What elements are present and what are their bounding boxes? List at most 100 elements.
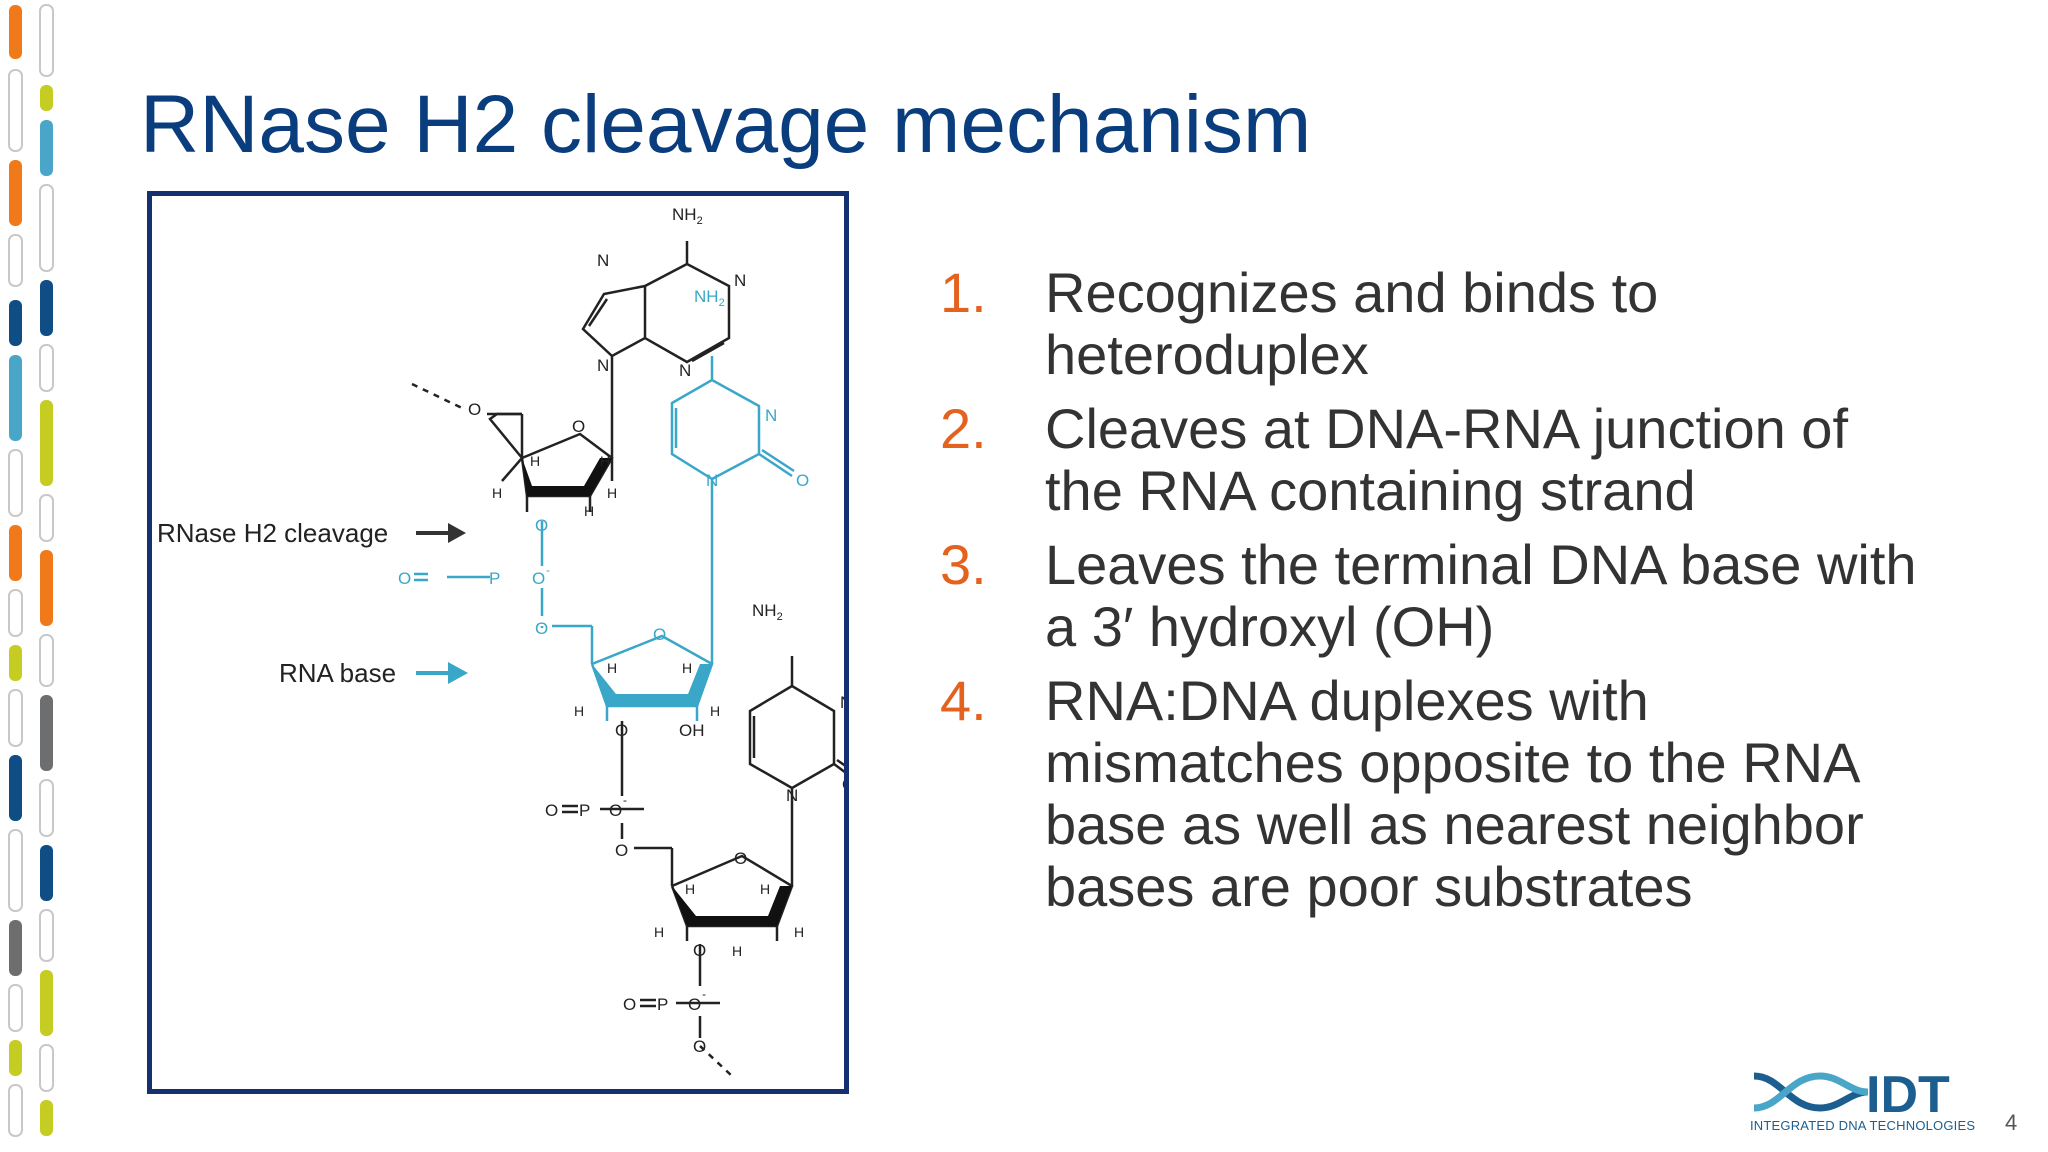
strip-pill [40, 845, 53, 901]
atom-h: H [607, 485, 617, 501]
step-line: base as well as nearest neighbor [1045, 793, 1864, 856]
atom-o: O [398, 569, 411, 588]
decorative-side-strip [8, 4, 54, 1137]
strip-pill [8, 69, 23, 152]
page-number: 4 [2005, 1110, 2018, 1135]
step-item: 4. RNA:DNA duplexes with mismatches oppo… [940, 670, 1980, 918]
step-number: 3. [940, 533, 987, 596]
atom-n: N [786, 786, 798, 805]
strip-pill [40, 85, 53, 111]
step-line: Recognizes and binds to [1045, 261, 1659, 324]
atom-h: H [732, 943, 742, 959]
charge-minus: - [702, 987, 706, 1001]
atom-o: O [653, 625, 666, 644]
strip-pill [9, 525, 22, 581]
atom-n: N [597, 356, 609, 375]
strip-pill [9, 645, 22, 681]
atom-o-minus: O [609, 801, 622, 820]
strip-pill [9, 5, 22, 59]
atom-h: H [574, 703, 584, 719]
slide-title: RNase H2 cleavage mechanism [140, 79, 1312, 170]
atom-o: O [535, 619, 548, 638]
strip-pill [40, 120, 53, 176]
atom-o: O [623, 995, 636, 1014]
atom-o: O [842, 775, 844, 794]
atom-p: P [657, 995, 668, 1014]
step-line: Leaves the terminal DNA base with [1045, 533, 1917, 596]
strip-pill [9, 300, 22, 346]
logo-text: IDT [1866, 1066, 1950, 1124]
strip-pill [9, 920, 22, 976]
strip-pill [39, 634, 54, 687]
atom-nh2-top: NH2 [672, 205, 703, 227]
atom-h: H [794, 924, 804, 940]
strip-pill [40, 400, 53, 486]
strip-pill [40, 550, 53, 626]
atom-n: N [734, 271, 746, 290]
charge-minus: - [546, 563, 550, 577]
atom-h: H [607, 660, 617, 676]
atom-o: O [796, 471, 809, 490]
step-number: 1. [940, 261, 987, 324]
strip-pill [9, 355, 22, 441]
dna-helix-icon [1753, 1072, 1869, 1112]
strip-pill [39, 494, 54, 542]
atom-h: H [654, 924, 664, 940]
atom-p: P [579, 801, 590, 820]
atom-o: O [734, 849, 747, 868]
strip-pill [39, 1044, 54, 1092]
atom-o-minus: O [688, 995, 701, 1014]
strip-pill [8, 449, 23, 517]
strip-pill [39, 184, 54, 272]
strip-pill [39, 344, 54, 392]
step-item: 3. Leaves the terminal DNA base with a 3… [940, 534, 1980, 658]
cleavage-arrow-icon [416, 523, 466, 543]
rna-base-arrow-icon [416, 662, 468, 684]
strip-pill [8, 829, 23, 912]
strip-pill [40, 970, 53, 1036]
strip-pill [8, 589, 23, 637]
atom-o: O [535, 516, 548, 535]
strip-pill [8, 234, 23, 287]
rnase-h2-structure-figure: NH2 N N N N O O H H H H H O O P O - O O … [147, 191, 849, 1094]
atom-o: O [615, 841, 628, 860]
step-line: Cleaves at DNA-RNA junction of [1045, 397, 1849, 460]
atom-h: H [710, 703, 720, 719]
atom-o: O [693, 941, 706, 960]
atom-o: O [572, 417, 585, 436]
nucleotide-structure-diagram: NH2 N N N N O O H H H H H O O P O - O O … [157, 205, 844, 1077]
charge-minus: - [623, 793, 627, 807]
atom-h: H [682, 660, 692, 676]
atom-o: O [545, 801, 558, 820]
atom-o: O [615, 721, 628, 740]
idt-logo: IDT [1753, 1066, 1950, 1124]
strip-pill [39, 779, 54, 837]
atom-nh2-mid: NH2 [694, 287, 725, 309]
atom-nh2-lower: NH2 [752, 601, 783, 623]
strip-pill [39, 4, 54, 77]
atom-h: H [530, 453, 540, 469]
atom-n: N [706, 471, 718, 490]
step-line: mismatches opposite to the RNA [1045, 731, 1861, 794]
strip-pill [8, 984, 23, 1032]
strip-pill [8, 689, 23, 747]
strip-pill [9, 160, 22, 226]
mechanism-steps-list: 1. Recognizes and binds to heteroduplex … [940, 262, 1980, 930]
step-number: 4. [940, 669, 987, 732]
atom-o: O [468, 400, 481, 419]
atom-n: N [597, 251, 609, 270]
atom-h: H [492, 485, 502, 501]
strip-pill [40, 280, 53, 336]
atom-n: N [840, 693, 844, 712]
atom-oh: OH [679, 721, 705, 740]
atom-p: P [489, 569, 500, 588]
step-line: RNA:DNA duplexes with [1045, 669, 1649, 732]
atom-n: N [679, 361, 691, 380]
atom-h: H [685, 881, 695, 897]
strip-pill [40, 1100, 53, 1136]
step-item: 1. Recognizes and binds to heteroduplex [940, 262, 1980, 386]
step-line: bases are poor substrates [1045, 855, 1693, 918]
atom-h: H [600, 453, 610, 469]
strip-pill [8, 1084, 23, 1137]
step-line: heteroduplex [1045, 323, 1369, 386]
